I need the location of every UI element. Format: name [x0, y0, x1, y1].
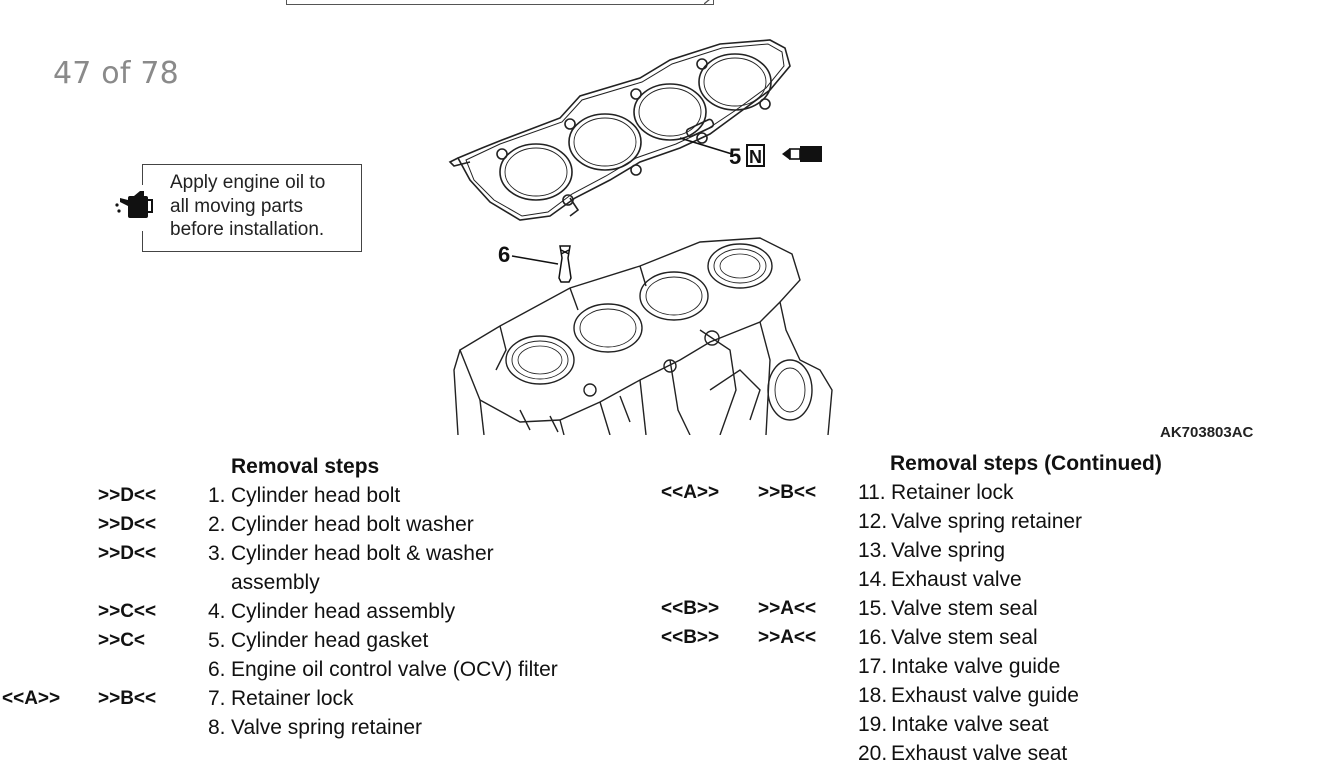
step-text: Cylinder head assembly [231, 600, 456, 623]
step-number: 2. [208, 513, 226, 536]
removal-procedure-tag: >>B<< [758, 482, 817, 503]
step-number: 8. [208, 716, 226, 739]
removal-procedure-tag: >>D<< [98, 485, 157, 506]
step-number: 16. [858, 626, 888, 649]
step-number: 7. [208, 687, 226, 710]
step-number: 6. [208, 658, 226, 681]
removal-procedure-tag: >>C< [98, 630, 146, 651]
note-text: Apply engine oil to all moving parts bef… [170, 171, 360, 242]
left-column-title: Removal steps [231, 455, 380, 478]
step-text: Valve stem seal [891, 597, 1038, 620]
removal-procedure-tag: >>A<< [758, 598, 817, 619]
callout-5: 5 [729, 144, 741, 169]
removal-procedure-tag: >>A<< [758, 627, 817, 648]
top-frame [286, 0, 714, 5]
step-number: 19. [858, 713, 888, 736]
step-text: Intake valve seat [891, 713, 1049, 736]
removal-procedure-tag: >>B<< [98, 688, 157, 709]
step-number: 11. [858, 481, 886, 504]
step-text: assembly [231, 571, 320, 594]
diagram-code: AK703803AC [1160, 424, 1254, 441]
removal-procedure-tag: >>D<< [98, 514, 157, 535]
frame-corner [704, 0, 710, 5]
step-text: Engine oil control valve (OCV) filter [231, 658, 558, 681]
step-number: 4. [208, 600, 226, 623]
page-counter: 47 of 78 [53, 56, 179, 91]
new-part-symbol: N [749, 147, 762, 167]
step-number: 17. [858, 655, 888, 678]
callout-6: 6 [498, 242, 510, 267]
engine-diagram: 5 N 6 [448, 39, 833, 435]
step-text: Exhaust valve guide [891, 684, 1079, 707]
step-number: 13. [858, 539, 888, 562]
install-procedure-tag: <<A>> [2, 688, 61, 709]
oil-can-icon [115, 191, 153, 218]
right-column-title: Removal steps (Continued) [890, 452, 1162, 475]
ocv-filter-drawing [558, 245, 572, 283]
step-number: 15. [858, 597, 888, 620]
cylinder-block-drawing [453, 237, 833, 435]
step-text: Exhaust valve seat [891, 742, 1068, 765]
step-number: 3. [208, 542, 226, 565]
removal-procedure-tag: >>D<< [98, 543, 157, 564]
note-box [142, 164, 362, 252]
install-procedure-tag: <<B>> [661, 598, 720, 619]
install-procedure-tag: <<B>> [661, 627, 720, 648]
step-text: Retainer lock [231, 687, 354, 710]
step-text: Retainer lock [891, 481, 1014, 504]
step-text: Valve spring [891, 539, 1006, 562]
step-text: Cylinder head bolt [231, 484, 401, 507]
step-text: Cylinder head bolt & washer [231, 542, 494, 565]
note-line-3: before installation. [170, 219, 325, 240]
step-text: Cylinder head bolt washer [231, 513, 474, 536]
head-gasket-drawing [448, 39, 791, 221]
step-text: Valve stem seal [891, 626, 1038, 649]
step-number: 5. [208, 629, 226, 652]
step-text: Valve spring retainer [231, 716, 423, 739]
step-number: 20. [858, 742, 888, 765]
install-procedure-tag: <<A>> [661, 482, 720, 503]
step-text: Cylinder head gasket [231, 629, 429, 652]
step-number: 14. [858, 568, 888, 591]
step-text: Valve spring retainer [891, 510, 1083, 533]
removal-procedure-tag: >>C<< [98, 601, 157, 622]
step-text: Intake valve guide [891, 655, 1061, 678]
note-line-2: all moving parts [170, 195, 304, 217]
step-number: 12. [858, 510, 888, 533]
step-text: Exhaust valve [891, 568, 1022, 591]
step-number: 18. [858, 684, 888, 707]
note-line-1: Apply engine oil to [170, 172, 326, 193]
step-number: 1. [208, 484, 226, 507]
sealant-tube-icon [782, 146, 822, 162]
